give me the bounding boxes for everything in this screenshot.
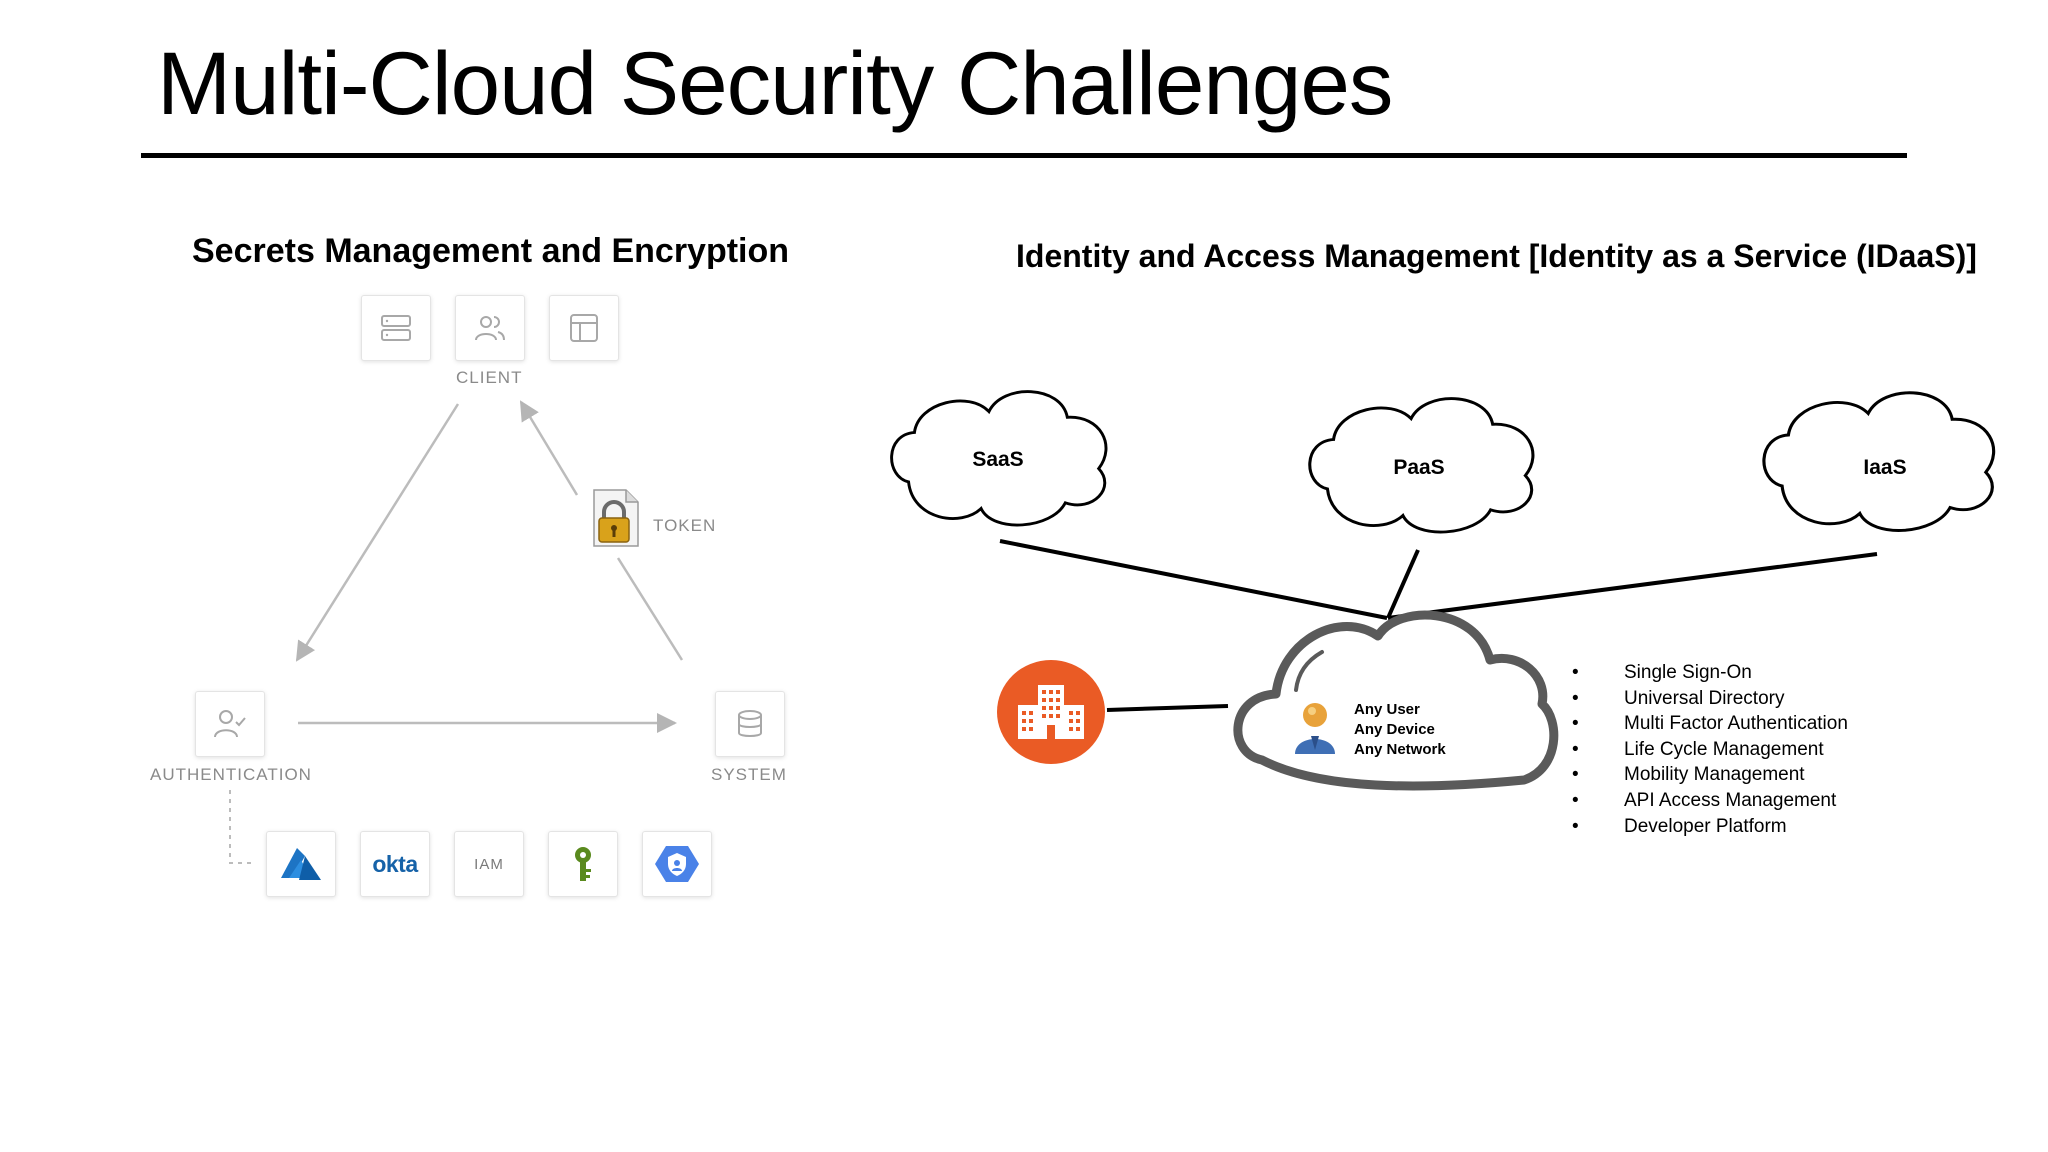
azure-logo-icon: [281, 848, 321, 880]
system-tile: [715, 691, 785, 757]
client-users-tile: [455, 295, 525, 361]
any-device-text: Any Device: [1354, 721, 1435, 738]
user-person-icon: [1295, 703, 1335, 754]
database-icon: [738, 710, 762, 737]
iaas-connector: [1387, 552, 1878, 620]
vault-key-icon: [575, 847, 591, 881]
provider-okta-tile: okta: [360, 831, 430, 897]
paas-connector: [1386, 549, 1420, 619]
list-item: Single Sign-On: [1572, 660, 1848, 686]
any-user-text: Any User: [1354, 701, 1420, 718]
client-server-tile: [361, 295, 431, 361]
title-divider: [141, 153, 1907, 158]
slide-title: Multi-Cloud Security Challenges: [157, 33, 1393, 133]
authentication-label: AUTHENTICATION: [150, 765, 312, 784]
any-user-device-network: Any User Any Device Any Network: [1354, 700, 1446, 760]
any-network-text: Any Network: [1354, 741, 1446, 758]
iam-idaas-heading: Identity and Access Management [Identity…: [1016, 238, 1977, 274]
user-avatar: [1293, 700, 1337, 756]
list-item: Life Cycle Management: [1572, 737, 1848, 763]
list-item: Multi Factor Authentication: [1572, 711, 1848, 737]
saas-connector: [999, 539, 1388, 620]
user-check-icon: [214, 710, 246, 738]
building-icon: [997, 660, 1105, 764]
client-layout-tile: [549, 295, 619, 361]
auth-providers-connector: [229, 790, 254, 864]
layout-icon: [570, 314, 598, 342]
padlock-document-icon: [593, 489, 639, 547]
provider-vault-tile: [548, 831, 618, 897]
enterprise-connector: [1106, 704, 1229, 712]
token-to-client-arrow: [519, 400, 579, 496]
client-label: CLIENT: [456, 368, 523, 387]
token-node: [586, 488, 642, 548]
users-icon: [475, 316, 505, 341]
provider-azure-tile: [266, 831, 336, 897]
list-item: API Access Management: [1572, 788, 1848, 814]
list-item: Developer Platform: [1572, 814, 1848, 840]
authentication-tile: [195, 691, 265, 757]
iam-icon: IAM: [474, 855, 504, 873]
provider-iam-tile: IAM: [454, 831, 524, 897]
secrets-management-heading: Secrets Management and Encryption: [192, 232, 790, 270]
gcp-security-icon: [655, 846, 699, 882]
okta-logo-icon: okta: [372, 850, 418, 877]
saas-label: SaaS: [972, 448, 1024, 471]
client-to-auth-arrow: [295, 403, 460, 662]
iaas-label: IaaS: [1863, 456, 1907, 479]
paas-label: PaaS: [1393, 456, 1445, 479]
enterprise-badge: [996, 659, 1106, 765]
list-item: Universal Directory: [1572, 686, 1848, 712]
token-label: TOKEN: [653, 516, 717, 535]
idaas-feature-list: Single Sign-On Universal Directory Multi…: [1572, 660, 1848, 839]
provider-gcp-tile: [642, 831, 712, 897]
server-icon: [381, 315, 411, 341]
system-to-token-line: [616, 557, 684, 661]
list-item: Mobility Management: [1572, 762, 1848, 788]
system-label: SYSTEM: [711, 765, 787, 784]
